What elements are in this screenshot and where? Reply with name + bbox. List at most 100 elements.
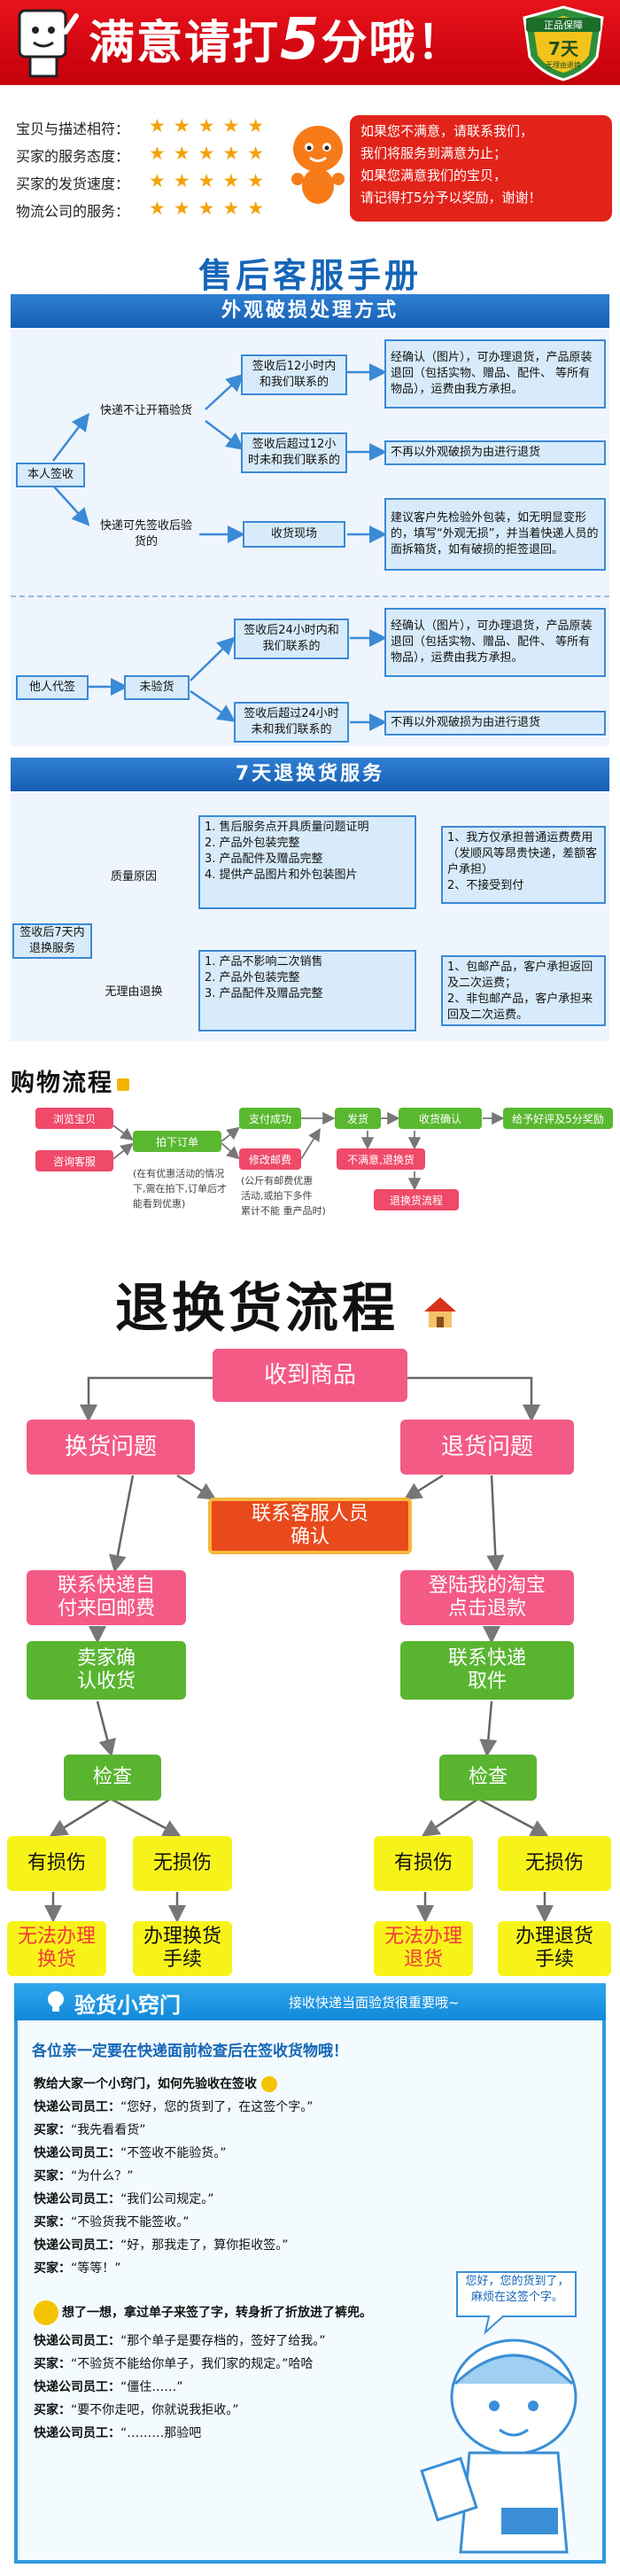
flow-check-left: 检查 xyxy=(64,1755,161,1801)
flow-courier-back: 联系快递自付来回邮费 xyxy=(27,1570,186,1625)
courier-illustration-icon xyxy=(420,2339,577,2554)
noreason-result: 1、包邮产品，客户承担返回及二次运费； 2、非包邮产品，客户承担来回及二次运费。 xyxy=(441,955,606,1026)
flow-do-exchange: 办理换货手续 xyxy=(133,1921,232,1976)
flow-cannot-exchange: 无法办理换货 xyxy=(7,1921,106,1976)
flow-damaged-right: 有损伤 xyxy=(374,1836,473,1891)
think-face-icon xyxy=(34,2300,58,2325)
step-pay[interactable]: 支付成功 xyxy=(239,1108,301,1129)
flow-taobao-refund: 登陆我的淘宝点击退款 xyxy=(400,1570,574,1625)
noreason-cond: 3. 产品配件及赠品完整 xyxy=(205,987,323,1000)
tips-title: 验货小窍门 xyxy=(74,1993,181,2018)
noreason-cond: 1. 产品不影响二次销售 xyxy=(205,955,323,969)
shield-top-text: 正品保障 xyxy=(544,19,583,31)
quality-cond: 4. 提供产品图片和外包装图片 xyxy=(205,868,358,882)
dialog-line: 快递公司员工：“您好，您的货到了，在这签个字。” xyxy=(34,2100,314,2114)
flow-check-right: 检查 xyxy=(439,1755,537,1801)
house-icon xyxy=(423,1297,456,1328)
star-rating-icon[interactable]: ★★★★★ xyxy=(149,170,273,191)
flow-courier-pick: 联系快递取件 xyxy=(400,1641,574,1700)
step-consult[interactable]: 咨询客服 xyxy=(35,1150,113,1171)
satisfaction-notice: 如果您不满意，请联系我们， 我们将服务到满意为止； 如果您满意我们的宝贝， 请记… xyxy=(350,115,612,222)
rating-row: 买家的服务态度： ★★★★★ xyxy=(16,143,308,166)
flow-over-12h: 签收后超过12小时未和我们联系的 xyxy=(241,432,347,473)
flow-contact-cs: 联系客服人员确认 xyxy=(208,1498,412,1554)
flow-self-sign: 本人签收 xyxy=(16,463,85,487)
flow-quality: 质量原因 xyxy=(110,870,157,883)
flow-no-open: 快递不让开箱验货 xyxy=(99,404,192,417)
step-modify-fee[interactable]: 修改邮费 xyxy=(239,1148,301,1170)
flow-proxy-sign: 他人代签 xyxy=(16,675,89,700)
flow-receive-goods: 收到商品 xyxy=(213,1349,407,1402)
star-rating-icon[interactable]: ★★★★★ xyxy=(149,198,273,219)
flow-undamaged-left: 无损伤 xyxy=(133,1836,232,1891)
rating-row: 物流公司的服务： ★★★★★ xyxy=(16,198,308,221)
flow-suggest: 建议客户先检验外包装，如无明显变形的，填写“外观无损”，并当着快递人员的面拆箱货… xyxy=(384,498,606,571)
flow-no-handle-1: 不再以外观破损为由进行退货 xyxy=(384,440,606,465)
dialog-line: 买家：“为什么？” xyxy=(34,2169,134,2183)
flow-undamaged-right: 无损伤 xyxy=(498,1836,611,1891)
star-rating-icon[interactable]: ★★★★★ xyxy=(149,143,273,164)
flow-damaged-left: 有损伤 xyxy=(7,1836,106,1891)
flow-within-24h: 签收后24小时内和我们联系的 xyxy=(234,619,349,659)
tips-intro: 教给大家一个小窍门，如何先验收在签收 xyxy=(34,2075,277,2093)
dialog-line: 买家：“等等！” xyxy=(34,2261,121,2276)
lightbulb-icon xyxy=(48,1991,64,2012)
flow-refund: 退货问题 xyxy=(400,1420,574,1475)
rating-row: 买家的发货速度： ★★★★★ xyxy=(16,170,308,193)
notice-line: 我们将服务到满意为止； xyxy=(360,145,508,161)
shopping-flow-title: 购物流程 xyxy=(11,1063,129,1098)
step-return-flow[interactable]: 退换货流程 xyxy=(374,1189,459,1210)
flow-over-24h: 签收后超过24小时未和我们联系的 xyxy=(234,702,349,743)
notice-line: 如果您满意我们的宝贝， xyxy=(360,167,508,183)
bubble-text: 您好，您的货到了，麻烦在这签个字。 xyxy=(465,2275,570,2304)
noreason-cond: 2. 产品外包装完整 xyxy=(205,971,300,984)
rating-title: 满意请打5分哦！ xyxy=(89,7,465,73)
flow-no-handle-2: 不再以外观破损为由进行退货 xyxy=(384,711,606,735)
rating-banner: 满意请打5分哦！ 正品保障 7天 无理由退换 xyxy=(0,0,620,85)
step-unhappy[interactable]: 不满意,退换货 xyxy=(337,1148,425,1170)
divider-line xyxy=(11,595,609,597)
shield-bottom-text: 无理由退换 xyxy=(546,60,581,69)
dialog-line: 快递公司员工：“不签收不能验货。” xyxy=(34,2146,227,2160)
dialog-line: 快递公司员工：“那个单子是要存档的，签好了给我。” xyxy=(34,2334,326,2348)
flow-open-check: 快递可先签收后验货的 xyxy=(99,519,192,549)
smile-icon xyxy=(260,2076,277,2092)
handbook-title: 售后客服手册 xyxy=(198,256,422,295)
quality-cond: 2. 产品外包装完整 xyxy=(205,837,300,850)
section-header-7day: 7天退换货服务 xyxy=(11,758,609,791)
flow-seller-confirm: 卖家确认收货 xyxy=(27,1641,186,1700)
noreason-conditions: 1. 产品不影响二次销售 2. 产品外包装完整 3. 产品配件及赠品完整 xyxy=(198,950,416,1031)
section-header-damage: 外观破损处理方式 xyxy=(11,294,609,328)
star-rating-icon[interactable]: ★★★★★ xyxy=(149,115,273,136)
flow-within-12h: 签收后12小时内和我们联系的 xyxy=(241,354,347,395)
step-receive[interactable]: 收货确认 xyxy=(399,1108,482,1129)
quality-conditions: 1. 售后服务点开具质量问题证明 2. 产品外包装完整 3. 产品配件及赠品完整… xyxy=(198,815,416,909)
rating-label: 买家的服务态度： xyxy=(16,148,130,165)
rating-label: 宝贝与描述相符： xyxy=(16,121,130,137)
dialog-line: 快递公司员工：“好，那我走了，算你拒收签。” xyxy=(34,2238,289,2253)
mascot-icon xyxy=(18,9,79,78)
flow-confirm-2: 经确认（图片），可办理退货，产品原装退回（包括实物、赠品、配件、 等所有物品），… xyxy=(384,608,606,677)
taobao-baby-icon xyxy=(291,126,345,204)
speech-bubble xyxy=(456,2271,577,2335)
lock-icon xyxy=(117,1078,129,1091)
dialog-line: 快递公司员工：“我们公司规定。” xyxy=(34,2192,214,2206)
step-ship[interactable]: 发货 xyxy=(335,1108,381,1129)
return-flow-title: 退换货流程 xyxy=(115,1265,460,1342)
step-order[interactable]: 拍下订单 xyxy=(133,1131,221,1152)
dialog-line: 买家：“不验货我不能签收。” xyxy=(34,2215,190,2230)
tips-subtitle: 接收快递当面验货很重要哦~ xyxy=(289,1995,460,2011)
tips-header: 验货小窍门 接收快递当面验货很重要哦~ xyxy=(14,1983,606,2020)
step-browse[interactable]: 浏览宝贝 xyxy=(35,1108,113,1129)
quality-result: 1、我方仅承担普通运费费用（发顺风等昂贵快递，差额客户承担） 2、不接受到付 xyxy=(441,826,606,904)
flow-confirm-1: 经确认（图片），可办理退货，产品原装退回（包括实物、赠品、配件、 等所有物品），… xyxy=(384,339,606,409)
shield-days-text: 7天 xyxy=(548,38,579,59)
noreason-res: 2、非包邮产品，客户承担来回及二次运费。 xyxy=(447,992,593,1022)
dialog-line: 快递公司员工：“僵住……” xyxy=(34,2380,183,2394)
step-review[interactable]: 给予好评及5分奖励 xyxy=(503,1108,613,1129)
tips-think: 想了一想，拿过单子来签了字，转身折了折放进了裤兜。 xyxy=(34,2300,372,2325)
rating-label: 物流公司的服务： xyxy=(16,203,130,220)
rating-label: 买家的发货速度： xyxy=(16,175,130,192)
flow-7day: 签收后7天内退换服务 xyxy=(12,923,92,959)
